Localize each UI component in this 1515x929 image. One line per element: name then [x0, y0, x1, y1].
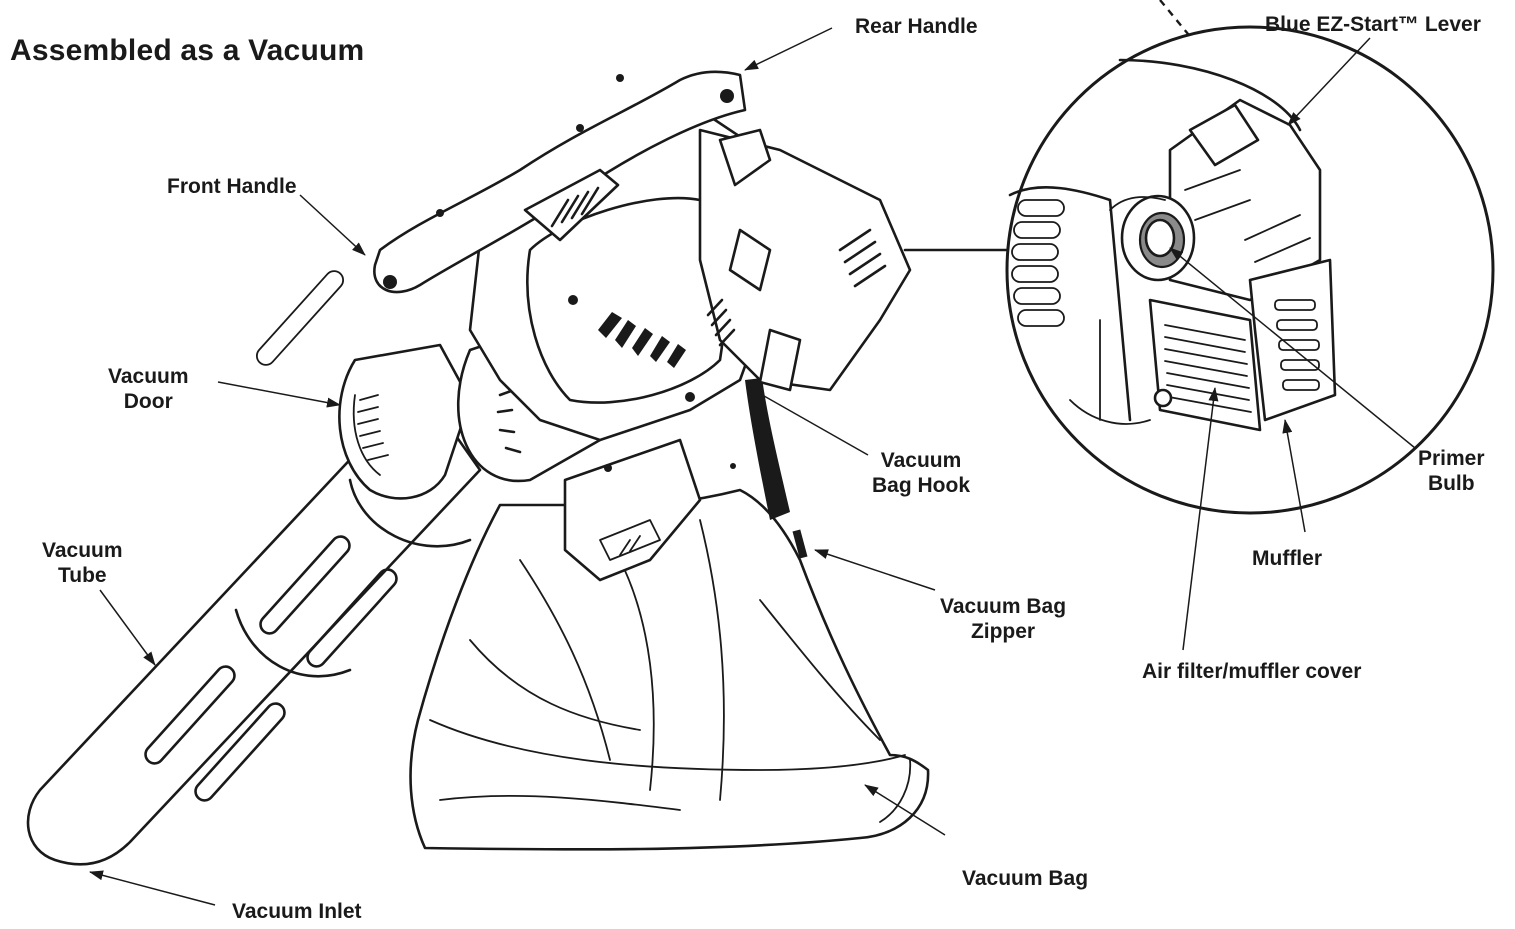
label-rear-handle: Rear Handle	[855, 15, 978, 38]
label-vacuum-door-line1: Vacuum	[108, 365, 189, 388]
label-vacuum-inlet: Vacuum Inlet	[232, 900, 362, 923]
callout-arrows	[89, 27, 1416, 906]
vacuum-tube-drawing	[26, 270, 482, 866]
label-vacuum-bag-hook-line1: Vacuum	[880, 449, 962, 472]
label-blue-ez-start-lever: Blue EZ-Start™ Lever	[1265, 13, 1481, 36]
label-air-filter-muffler-cover: Air filter/muffler cover	[1142, 660, 1362, 683]
vacuum-bag-drawing	[409, 488, 930, 851]
label-vacuum-bag-zipper: Vacuum Bag Zipper	[940, 594, 1066, 644]
label-vacuum-door-line2: Door	[123, 390, 173, 413]
label-vacuum-tube-line1: Vacuum	[42, 539, 123, 562]
label-primer-bulb: Primer Bulb	[1418, 446, 1485, 496]
label-vacuum-bag-hook: Vacuum Bag Hook	[872, 448, 970, 498]
label-vacuum-bag: Vacuum Bag	[962, 867, 1089, 890]
label-vacuum-tube-line2: Tube	[57, 564, 107, 587]
label-vacuum-bag-hook-line2: Bag Hook	[872, 474, 971, 497]
engine-detail-inset	[903, 0, 1495, 515]
label-muffler: Muffler	[1252, 547, 1322, 570]
label-vacuum-door: Vacuum Door	[108, 364, 189, 414]
diagram-title: Assembled as a Vacuum	[10, 34, 365, 67]
label-vacuum-bag-zipper-line2: Zipper	[970, 620, 1036, 643]
label-vacuum-bag-zipper-line1: Vacuum Bag	[940, 595, 1067, 618]
label-vacuum-tube: Vacuum Tube	[42, 538, 123, 588]
label-front-handle: Front Handle	[167, 175, 297, 198]
label-primer-bulb-line2: Bulb	[1427, 472, 1475, 495]
label-primer-bulb-line1: Primer	[1418, 447, 1485, 470]
